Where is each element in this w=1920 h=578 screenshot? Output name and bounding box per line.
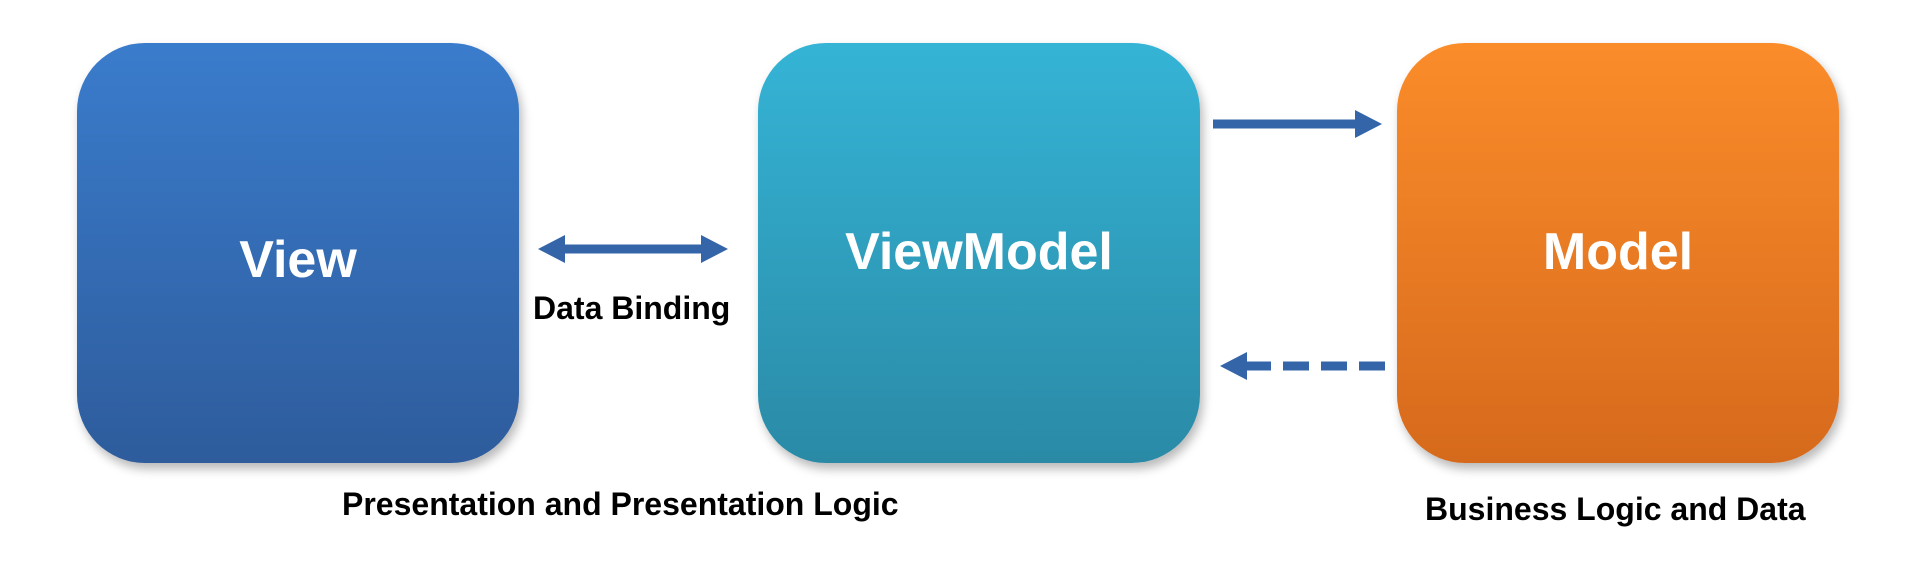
viewmodel-to-model-arrow xyxy=(1213,110,1382,138)
model-to-viewmodel-arrow xyxy=(1220,352,1385,380)
data-binding-arrow xyxy=(538,235,728,263)
viewmodel-box: ViewModel xyxy=(758,43,1200,463)
view-label: View xyxy=(239,231,357,289)
viewmodel-label: ViewModel xyxy=(845,223,1113,281)
presentation-caption: Presentation and Presentation Logic xyxy=(342,486,899,522)
business-caption: Business Logic and Data xyxy=(1425,491,1806,527)
data-binding-caption: Data Binding xyxy=(533,290,731,326)
model-box: Model xyxy=(1397,43,1839,463)
view-box: View xyxy=(77,43,519,463)
model-label: Model xyxy=(1542,223,1694,281)
